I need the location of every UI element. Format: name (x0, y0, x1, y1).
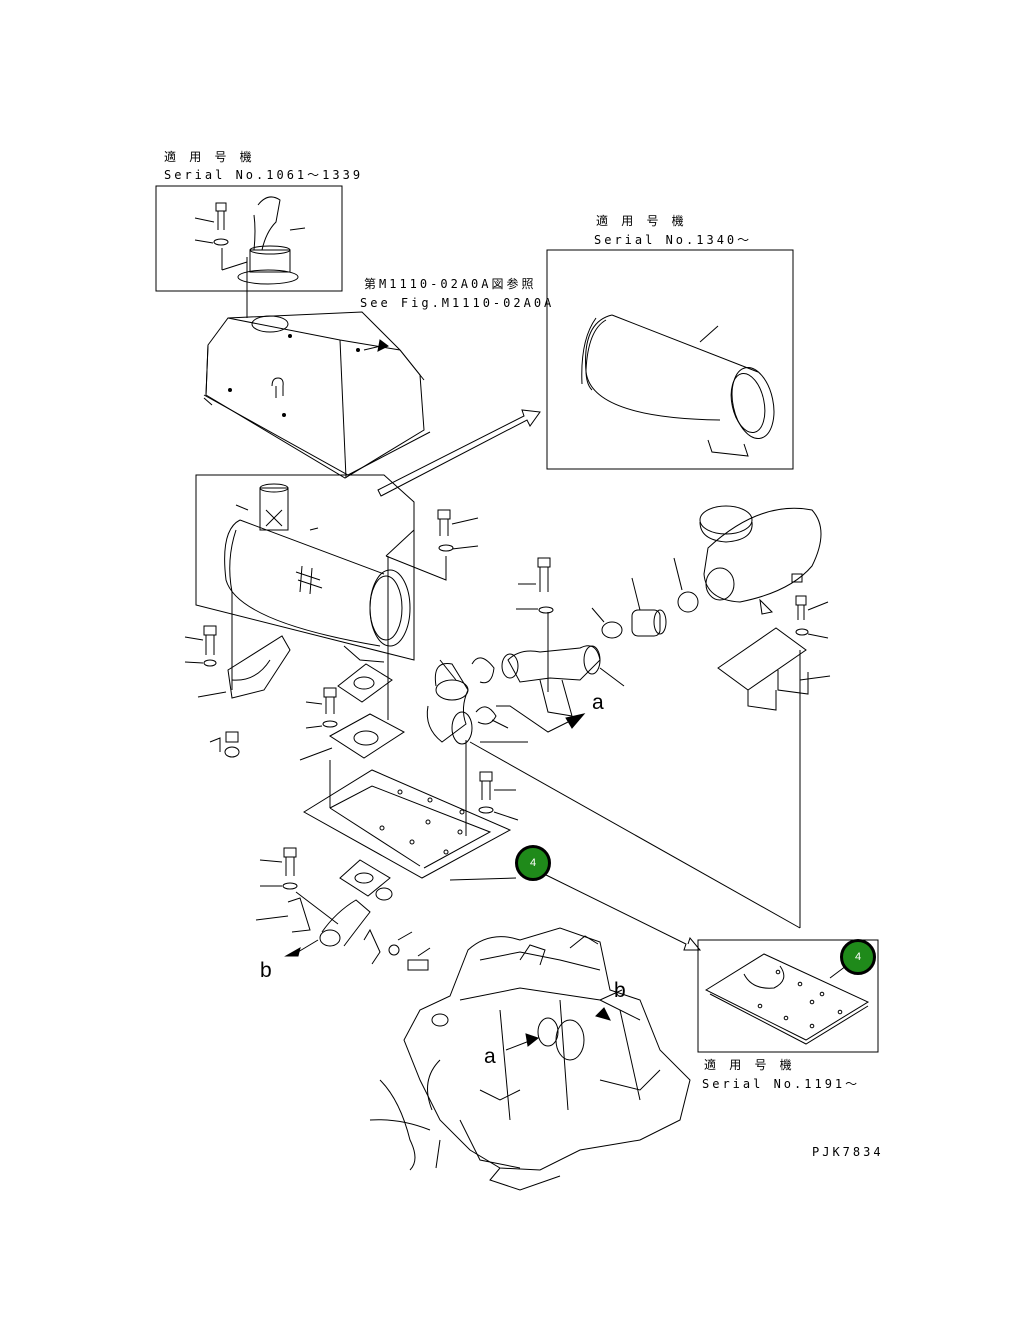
inset-serial-1061 (155, 185, 343, 318)
drawing-code-label: PJK7834 (812, 1145, 884, 1159)
serial-1061-label: Serial No.1061〜1339 (164, 168, 364, 182)
part-callout-main-number: 4 (529, 857, 537, 869)
inset-serial-1340 (546, 249, 794, 470)
intake-pipe (501, 557, 699, 717)
bracket-right (717, 627, 831, 928)
fasteners-center (385, 509, 519, 881)
leader-lines (469, 741, 801, 951)
connection-mark-a-lower: a (484, 1045, 496, 1068)
muffler-cover (203, 311, 431, 479)
inset-serial-1191 (697, 939, 879, 1053)
lower-exhaust (255, 847, 431, 971)
fig-ref-label: See Fig.M1110-02A0A (360, 296, 555, 310)
serial-1191-label: Serial No.1191〜 (702, 1077, 861, 1091)
connection-mark-a-upper: a (592, 691, 604, 714)
air-cleaner (699, 505, 829, 639)
serial-1191-jp-label: 適 用 号 機 (704, 1058, 795, 1072)
serial-1061-jp-label: 適 用 号 機 (164, 150, 255, 164)
gasket-plates (299, 663, 512, 879)
serial-1340-label: Serial No.1340〜 (594, 233, 753, 247)
muffler-assembly (195, 474, 415, 720)
connection-mark-b-right: b (614, 979, 626, 1002)
engine (369, 927, 691, 1191)
connection-mark-b-left: b (260, 959, 272, 982)
direction-arrow (377, 409, 541, 497)
part-callout-inset-number: 4 (854, 951, 862, 963)
serial-1340-jp-label: 適 用 号 機 (596, 214, 687, 228)
fig-ref-jp-label: 第M1110-02A0A図参照 (364, 277, 537, 291)
fasteners-left (184, 625, 291, 758)
exhaust-elbow (426, 657, 586, 745)
part-callout-main[interactable]: 4 (515, 845, 551, 881)
part-callout-inset[interactable]: 4 (840, 939, 876, 975)
